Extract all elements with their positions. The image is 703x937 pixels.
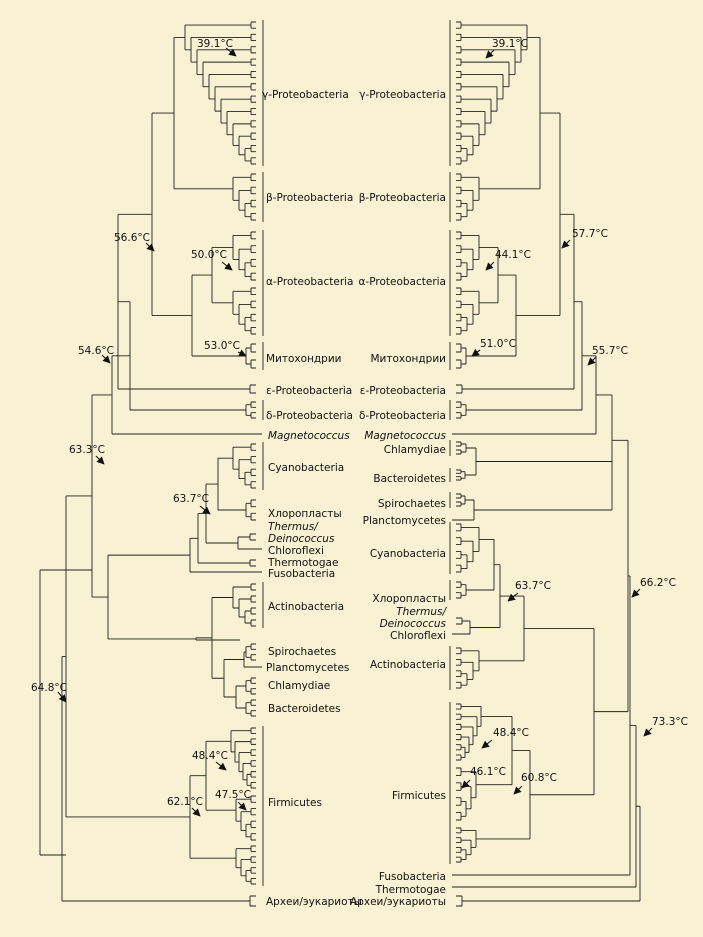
right-temp-t4: 51.0°C — [480, 338, 516, 350]
right-label-archaea: Археи/эукариоты — [350, 896, 446, 908]
left-temp-t7: 63.7°C — [173, 493, 209, 505]
temperature-arrow-13 — [561, 239, 571, 249]
temperature-arrow-7 — [199, 505, 211, 515]
left-temp-t2: 56.6°C — [114, 232, 150, 244]
left-label-chlamydiae: Chlamydiae — [268, 680, 331, 692]
left-label-delta: δ-Proteobacteria — [266, 410, 353, 422]
left-label-magneto: Magnetococcus — [268, 430, 350, 442]
left-temp-t6: 63.3°C — [69, 444, 105, 456]
left-label-epsilon: ε-Proteobacteria — [266, 385, 353, 397]
left-label-beta: β-Proteobacteria — [266, 192, 354, 204]
left-label-thermus-2: Deinococcus — [268, 533, 335, 545]
right-label-firmi: Firmicutes — [392, 790, 446, 802]
left-temp-t11: 62.1°C — [167, 796, 203, 808]
right-label-cyano: Cyanobacteria — [369, 548, 446, 560]
right-label-thermotogae: Thermotogae — [375, 884, 446, 896]
left-temp-t10: 47.5°C — [215, 789, 251, 801]
left-label-plancto: Planctomycetes — [266, 662, 350, 674]
temperature-arrow-19 — [643, 727, 653, 737]
right-label-actino: Actinobacteria — [369, 659, 446, 671]
left-temp-t4: 53.0°C — [204, 340, 240, 352]
right-label-gamma: γ-Proteobacteria — [359, 89, 446, 101]
right-temp-t10: 46.1°C — [470, 766, 506, 778]
temperature-arrow-1 — [225, 47, 237, 57]
left-label-actino: Actinobacteria — [268, 601, 345, 613]
temperature-arrow-12 — [485, 49, 495, 59]
left-label-cyano: Cyanobacteria — [268, 462, 345, 474]
temperature-arrow-8 — [57, 691, 67, 703]
temperature-arrow-14 — [485, 261, 495, 271]
right-temp-t8: 73.3°C — [652, 716, 688, 728]
right-label-alpha: α-Proteobacteria — [358, 276, 447, 288]
right-label-chloroplasts: Хлоропласты — [372, 593, 446, 605]
right-temp-t1: 39.1°C — [492, 38, 528, 50]
temperature-arrow-18 — [631, 588, 641, 598]
temperature-arrow-2 — [145, 242, 155, 252]
left-label-fuso: Fusobacteria — [268, 568, 336, 580]
right-temp-t7: 66.2°C — [640, 577, 676, 589]
left-label-archaea: Археи/эукариоты — [266, 896, 362, 908]
right-label-magneto: Magnetococcus — [364, 430, 446, 442]
right-temp-t9: 48.4°C — [493, 727, 529, 739]
temperature-arrow-9 — [215, 761, 227, 771]
left-label-alpha: α-Proteobacteria — [266, 276, 354, 288]
temperature-arrow-22 — [513, 785, 523, 795]
right-label-epsilon: ε-Proteobacteria — [359, 385, 446, 397]
right-label-delta: δ-Proteobacteria — [359, 410, 446, 422]
right-label-chloroflexi: Chloroflexi — [390, 630, 446, 642]
temperature-arrow-6 — [95, 455, 105, 465]
right-label-fuso: Fusobacteria — [378, 871, 446, 883]
left-label-bactero: Bacteroidetes — [268, 703, 341, 715]
left-label-thermotogae: Thermotogae — [268, 557, 339, 569]
left-temp-t8: 64.8°C — [31, 682, 67, 694]
left-label-spiro: Spirochaetes — [268, 646, 337, 658]
right-label-bactero: Bacteroidetes — [373, 473, 446, 485]
temperature-arrow-11 — [191, 807, 201, 817]
right-temp-t2: 57.7°C — [572, 228, 608, 240]
left-temp-t5: 54.6°C — [78, 345, 114, 357]
temperature-arrow-21 — [461, 779, 471, 789]
right-label-plancto: Planctomycetes — [362, 515, 446, 527]
temperature-arrow-20 — [481, 739, 493, 749]
right-label-spiro: Spirochaetes — [377, 498, 446, 510]
temperature-arrow-16 — [587, 356, 597, 366]
right-label-chlamydiae: Chlamydiae — [383, 444, 446, 456]
temperature-arrow-10 — [237, 801, 247, 811]
left-label-chloroplasts: Хлоропласты — [268, 508, 342, 520]
temperature-arrow-17 — [507, 592, 519, 602]
right-label-thermus-2: Deinococcus — [379, 618, 446, 630]
right-label-thermus-1: Thermus/ — [396, 606, 446, 618]
right-temp-t6: 63.7°C — [515, 580, 551, 592]
right-temp-t5: 55.7°C — [592, 345, 628, 357]
temperature-arrow-3 — [221, 261, 233, 271]
right-label-mito: Митохондрии — [370, 353, 447, 365]
left-label-thermus-1: Thermus/ — [268, 521, 318, 533]
left-temp-t3: 50.0°C — [191, 249, 227, 261]
left-label-mito: Митохондрии — [266, 353, 342, 365]
temperature-arrow-15 — [471, 348, 481, 357]
left-temp-t1: 39.1°C — [197, 38, 233, 50]
left-label-gamma: γ-Proteobacteria — [262, 89, 349, 101]
left-temp-t9: 48.4°C — [192, 750, 228, 762]
right-temp-t3: 44.1°C — [495, 249, 531, 261]
tree-branches — [39, 20, 641, 907]
temperature-arrow-5 — [101, 354, 111, 364]
right-temp-t11: 60.8°C — [521, 772, 557, 784]
right-label-beta: β-Proteobacteria — [358, 192, 446, 204]
left-label-firmi: Firmicutes — [268, 797, 322, 809]
temperature-arrow-4 — [237, 349, 247, 357]
left-label-chloroflexi: Chloroflexi — [268, 545, 324, 557]
